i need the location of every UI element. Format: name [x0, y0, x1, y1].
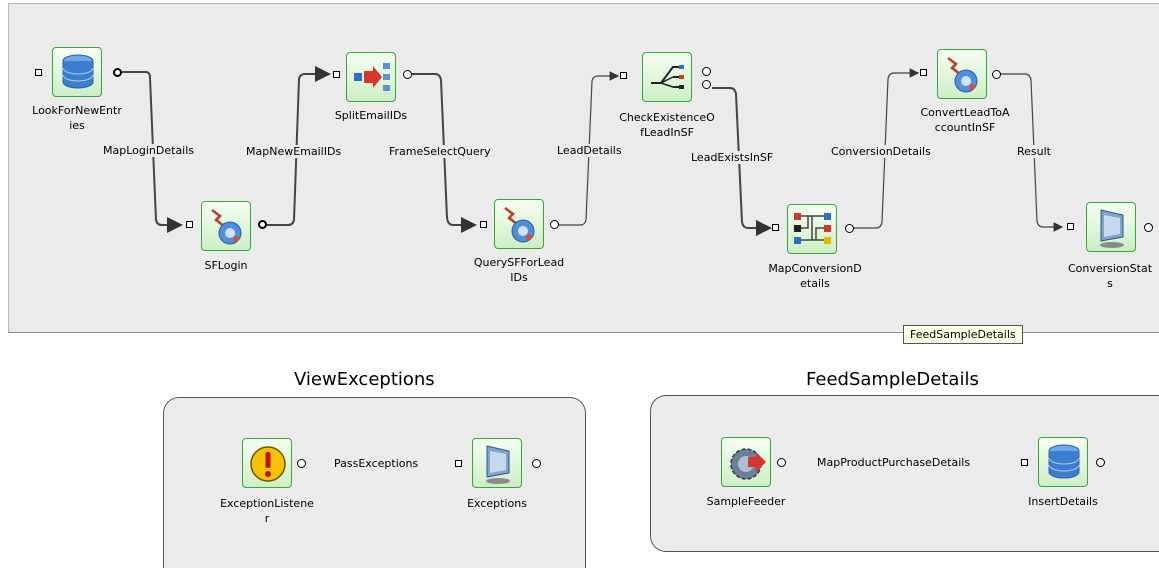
node-insert-details[interactable]: [1038, 437, 1088, 487]
node-label: ConversionStat s: [1067, 262, 1153, 290]
wire-label: PassExceptions: [333, 457, 420, 470]
node-label: MapConversionD etails: [768, 262, 862, 290]
gear-feeder-icon: [730, 448, 766, 480]
group-view-exceptions[interactable]: [163, 397, 586, 568]
database-icon: [62, 54, 94, 89]
node-conversion-status[interactable]: [1086, 202, 1136, 252]
salesforce-connector-icon: [211, 209, 242, 245]
node-label: ExceptionListene r: [220, 497, 314, 525]
input-port[interactable]: [1021, 459, 1028, 466]
monitor-icon: [486, 445, 510, 484]
output-port[interactable]: [550, 220, 559, 229]
output-port[interactable]: [403, 70, 412, 79]
node-exception-listener[interactable]: [242, 438, 292, 488]
wire-label: LeadExistsInSF: [690, 151, 775, 164]
node-label: SplitEmailIDs: [334, 109, 408, 122]
input-port[interactable]: [1067, 223, 1074, 230]
input-port[interactable]: [920, 69, 927, 76]
mapper-icon: [794, 213, 831, 244]
node-sample-feeder[interactable]: [721, 437, 771, 487]
node-split-email-ids[interactable]: [346, 52, 396, 102]
node-label: InsertDetails: [1028, 495, 1098, 508]
input-port[interactable]: [186, 221, 193, 228]
node-look-for-new-entries[interactable]: [52, 47, 102, 97]
output-port[interactable]: [845, 224, 854, 233]
output-port[interactable]: [992, 70, 1001, 79]
node-check-existence-of-lead-in-sf[interactable]: [642, 52, 692, 102]
output-port[interactable]: [297, 459, 306, 468]
salesforce-connector-icon: [504, 207, 535, 243]
node-map-conversion-details[interactable]: [787, 204, 837, 254]
node-query-sf-for-lead-ids[interactable]: [494, 199, 544, 249]
group-title: FeedSampleDetails: [806, 369, 979, 390]
output-port[interactable]: [258, 220, 267, 229]
salesforce-connector-icon: [947, 57, 978, 93]
output-port[interactable]: [113, 68, 122, 77]
input-port[interactable]: [620, 72, 627, 79]
input-port[interactable]: [480, 221, 487, 228]
input-port[interactable]: [455, 460, 462, 467]
wire-label: MapProductPurchaseDetails: [816, 456, 972, 469]
output-port[interactable]: [1144, 223, 1153, 232]
output-port[interactable]: [702, 67, 711, 76]
node-label: SampleFeeder: [706, 495, 786, 508]
splitter-icon: [354, 63, 390, 91]
wire-label: MapNewEmailIDs: [245, 145, 343, 158]
node-exceptions[interactable]: [472, 438, 522, 488]
node-label: LookForNewEntr ies: [32, 104, 122, 132]
warning-icon: [250, 446, 286, 482]
output-port[interactable]: [702, 80, 711, 89]
node-label: CheckExistenceO fLeadInSF: [619, 111, 715, 139]
monitor-icon: [1100, 209, 1124, 248]
output-port[interactable]: [1096, 458, 1105, 467]
group-title: ViewExceptions: [294, 369, 435, 390]
tooltip: FeedSampleDetails: [903, 325, 1023, 344]
router-icon: [651, 65, 684, 89]
input-port[interactable]: [772, 224, 779, 231]
input-port[interactable]: [333, 71, 340, 78]
node-sf-login[interactable]: [201, 201, 251, 251]
wire-label: FrameSelectQuery: [388, 145, 492, 158]
node-convert-lead-to-account-in-sf[interactable]: [937, 49, 987, 99]
node-label: QuerySFForLead IDs: [473, 256, 565, 284]
wire-label: LeadDetails: [556, 144, 623, 157]
input-port[interactable]: [35, 69, 42, 76]
output-port[interactable]: [777, 458, 786, 467]
wire-label: Result: [1016, 145, 1052, 158]
node-label: ConvertLeadToA ccountInSF: [920, 106, 1010, 134]
wire-label: MapLoginDetails: [102, 144, 196, 157]
output-port[interactable]: [532, 459, 541, 468]
database-icon: [1048, 444, 1080, 479]
node-label: SFLogin: [204, 259, 248, 272]
node-label: Exceptions: [467, 497, 527, 510]
wire-label: ConversionDetails: [830, 145, 932, 158]
